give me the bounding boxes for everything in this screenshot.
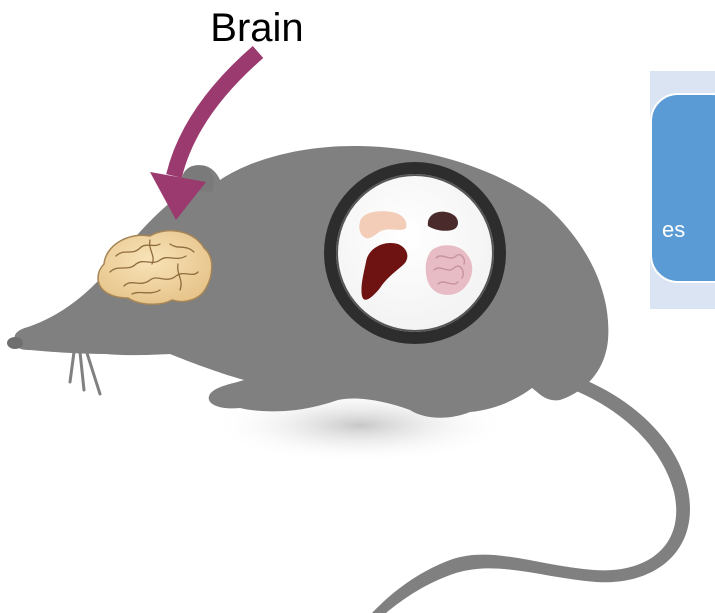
- info-panel-box: es: [650, 93, 715, 283]
- magnifier-lens-icon: [330, 168, 500, 338]
- info-panel-text: es: [662, 219, 685, 241]
- brain-icon: [98, 231, 212, 305]
- brain-label: Brain: [182, 4, 332, 52]
- whiskers: [70, 350, 100, 394]
- mouse-nose: [7, 337, 23, 349]
